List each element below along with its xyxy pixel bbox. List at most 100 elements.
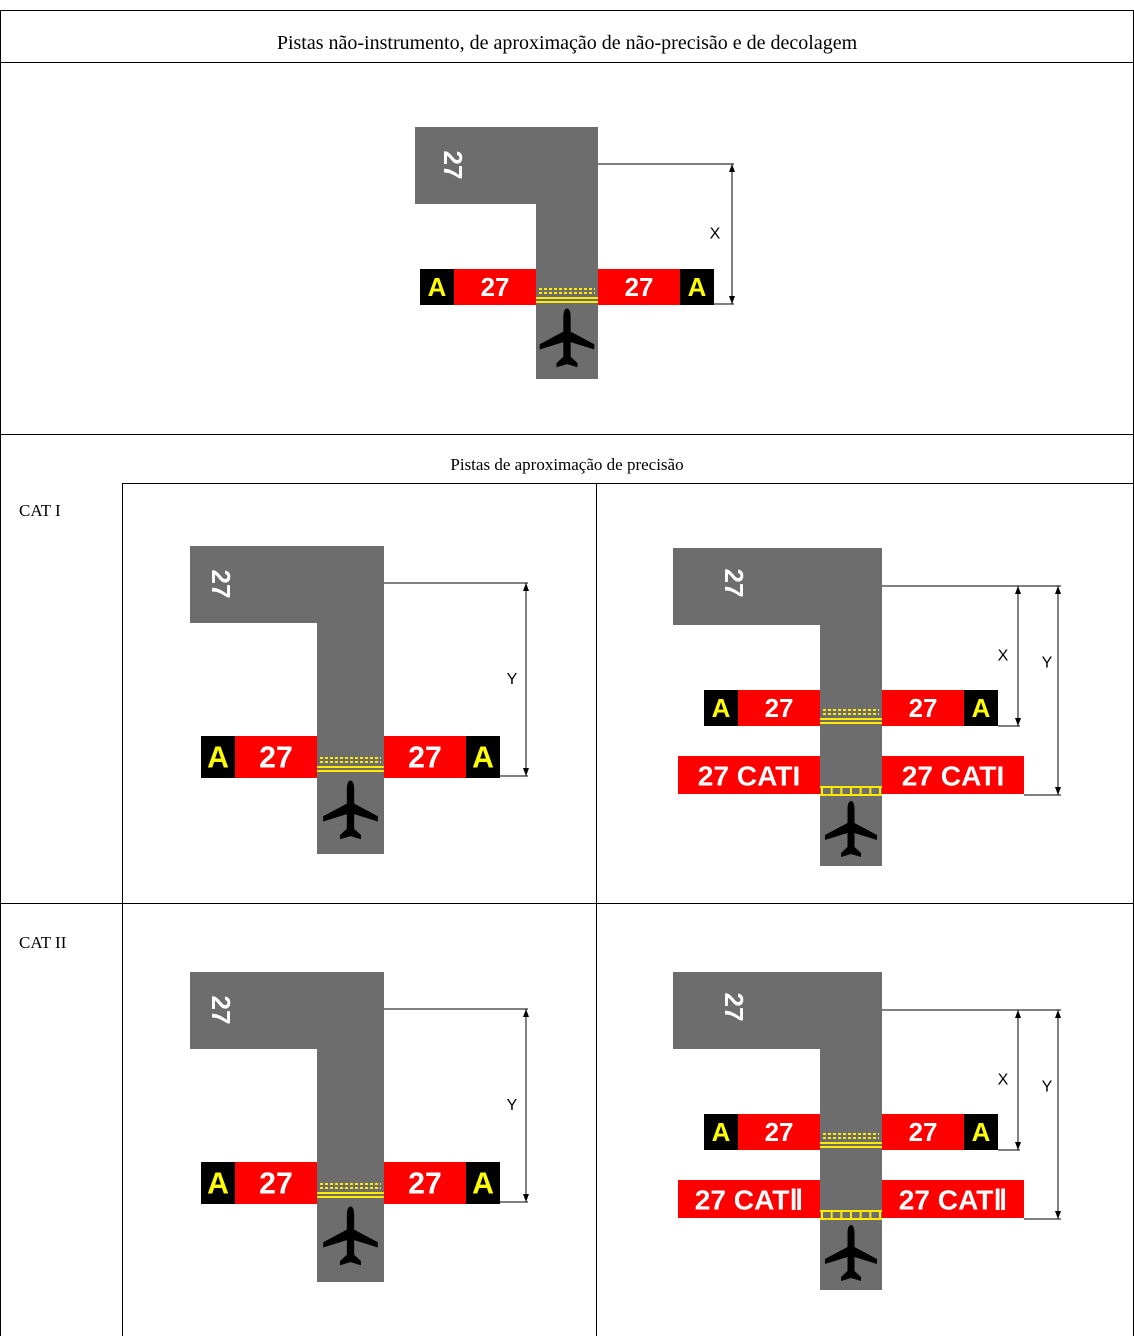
runway-designation-marking: 27 [206,996,236,1025]
hold-sign-left-letter: A [428,274,447,302]
airplane-shape [323,780,378,840]
dimension-arrow-top [729,164,735,172]
hold-sign-right-location [964,1114,998,1150]
airplane-icon [323,780,378,840]
airplane-icon [825,801,877,857]
dimension-arrow-top [523,583,529,591]
runway-designation-marking: 27 [438,151,468,180]
hold-sign-right-letter: A [472,1168,494,1201]
hold-sign-right-mandatory [384,736,466,778]
airplane-shape [539,308,595,368]
hold-sign-left-mandatory [235,1162,317,1204]
hold-sign-right-location [680,269,714,305]
hold-sign-left-mandatory [738,1114,820,1150]
hold-sign-right-mandatory [882,1114,964,1150]
dimension-arrow-bottom [1055,787,1061,795]
hold-sign-left-mandatory [738,690,820,726]
dimension-label: X [998,648,1009,665]
hold-sign-left-letter: A [207,1168,229,1201]
hold-sign-right-location [466,736,500,778]
dimension-label: Y [507,1097,518,1114]
hold-sign-right-location [466,1162,500,1204]
hold-sign-left-mandatory [454,269,536,305]
hold-sign-right-runway: 27 [909,695,938,723]
nonprecision-header: Pistas não-instrumento, de aproximação d… [276,32,858,54]
airplane-icon [323,1206,378,1266]
airplane-shape [825,1225,877,1281]
dimension-arrow-bottom [523,1194,529,1202]
cat2-row-label: CAT II [19,933,67,952]
dimension-label: X [998,1072,1009,1089]
table-border-top [0,10,1134,11]
section-divider [0,434,1134,435]
row-divider [0,903,1134,904]
hold-sign-right-mandatory [384,1162,466,1204]
dimension-arrow-bottom [1015,1142,1021,1150]
hold-sign-left-mandatory [235,736,317,778]
hold-sign-left-location [201,736,235,778]
dimension-arrow-bottom [523,768,529,776]
hold-sign-left-runway: 27 [765,695,794,723]
taxiway-pavement [190,546,384,854]
hold-sign-left-runway: 27 [259,742,293,775]
hold-sign-right-letter: A [972,1119,991,1147]
mid-column-divider [596,483,597,1336]
ils-hold-sign-right-text: 27 CATⅡ [899,1185,1008,1216]
hold-sign-right-runway: 27 [909,1119,938,1147]
ils-hold-sign-right [882,1180,1024,1218]
taxiway-pavement [415,127,598,379]
hold-sign-left-location [201,1162,235,1204]
airplane-shape [825,801,877,857]
cat1-row-label: CAT I [19,501,61,520]
hold-sign-left-runway: 27 [765,1119,794,1147]
hold-sign-right-mandatory [882,690,964,726]
dimension-arrow-bottom [1055,1211,1061,1219]
hold-sign-right-runway: 27 [408,742,442,775]
table-border-left [0,10,1,1336]
taxiway-pavement [190,972,384,1282]
hold-sign-left-runway: 27 [481,274,510,302]
subheader-divider [122,483,1134,484]
dimension-arrow-bottom [729,296,735,304]
ils-hold-sign-left [678,756,820,794]
dimension-arrow-bottom [1015,718,1021,726]
hold-sign-left-letter: A [207,742,229,775]
dimension-label: Y [1042,1079,1053,1096]
ils-hold-sign-left-text: 27 CATI [698,761,801,792]
dimension-arrow-top [1055,1010,1061,1018]
ils-hold-sign-right-text: 27 CATI [902,761,1005,792]
airplane-shape [323,1206,378,1266]
dimension-arrow-top [1055,586,1061,594]
dimension-label: Y [507,671,518,688]
hold-sign-right-letter: A [472,742,494,775]
ils-hold-sign-right [882,756,1024,794]
runway-designation-marking: 27 [206,570,236,599]
header-divider [0,62,1134,63]
ils-hold-sign-left-text: 27 CATⅡ [695,1185,804,1216]
hold-sign-right-letter: A [972,695,991,723]
hold-sign-right-mandatory [598,269,680,305]
hold-sign-left-letter: A [712,1119,731,1147]
dimension-arrow-top [523,1009,529,1017]
dimension-label: Y [1042,655,1053,672]
hold-sign-left-location [704,1114,738,1150]
label-column-divider [122,483,123,1336]
hold-sign-left-location [704,690,738,726]
runway-designation-marking: 27 [719,569,749,598]
hold-sign-right-runway: 27 [625,274,654,302]
hold-sign-right-runway: 27 [408,1168,442,1201]
dimension-arrow-top [1015,586,1021,594]
dimension-label: X [710,226,721,243]
hold-sign-left-letter: A [712,695,731,723]
precision-header: Pistas de aproximação de precisão [450,455,684,474]
hold-sign-right-letter: A [688,274,707,302]
dimension-arrow-top [1015,1010,1021,1018]
ils-hold-sign-left [678,1180,820,1218]
hold-sign-left-runway: 27 [259,1168,293,1201]
hold-sign-right-location [964,690,998,726]
